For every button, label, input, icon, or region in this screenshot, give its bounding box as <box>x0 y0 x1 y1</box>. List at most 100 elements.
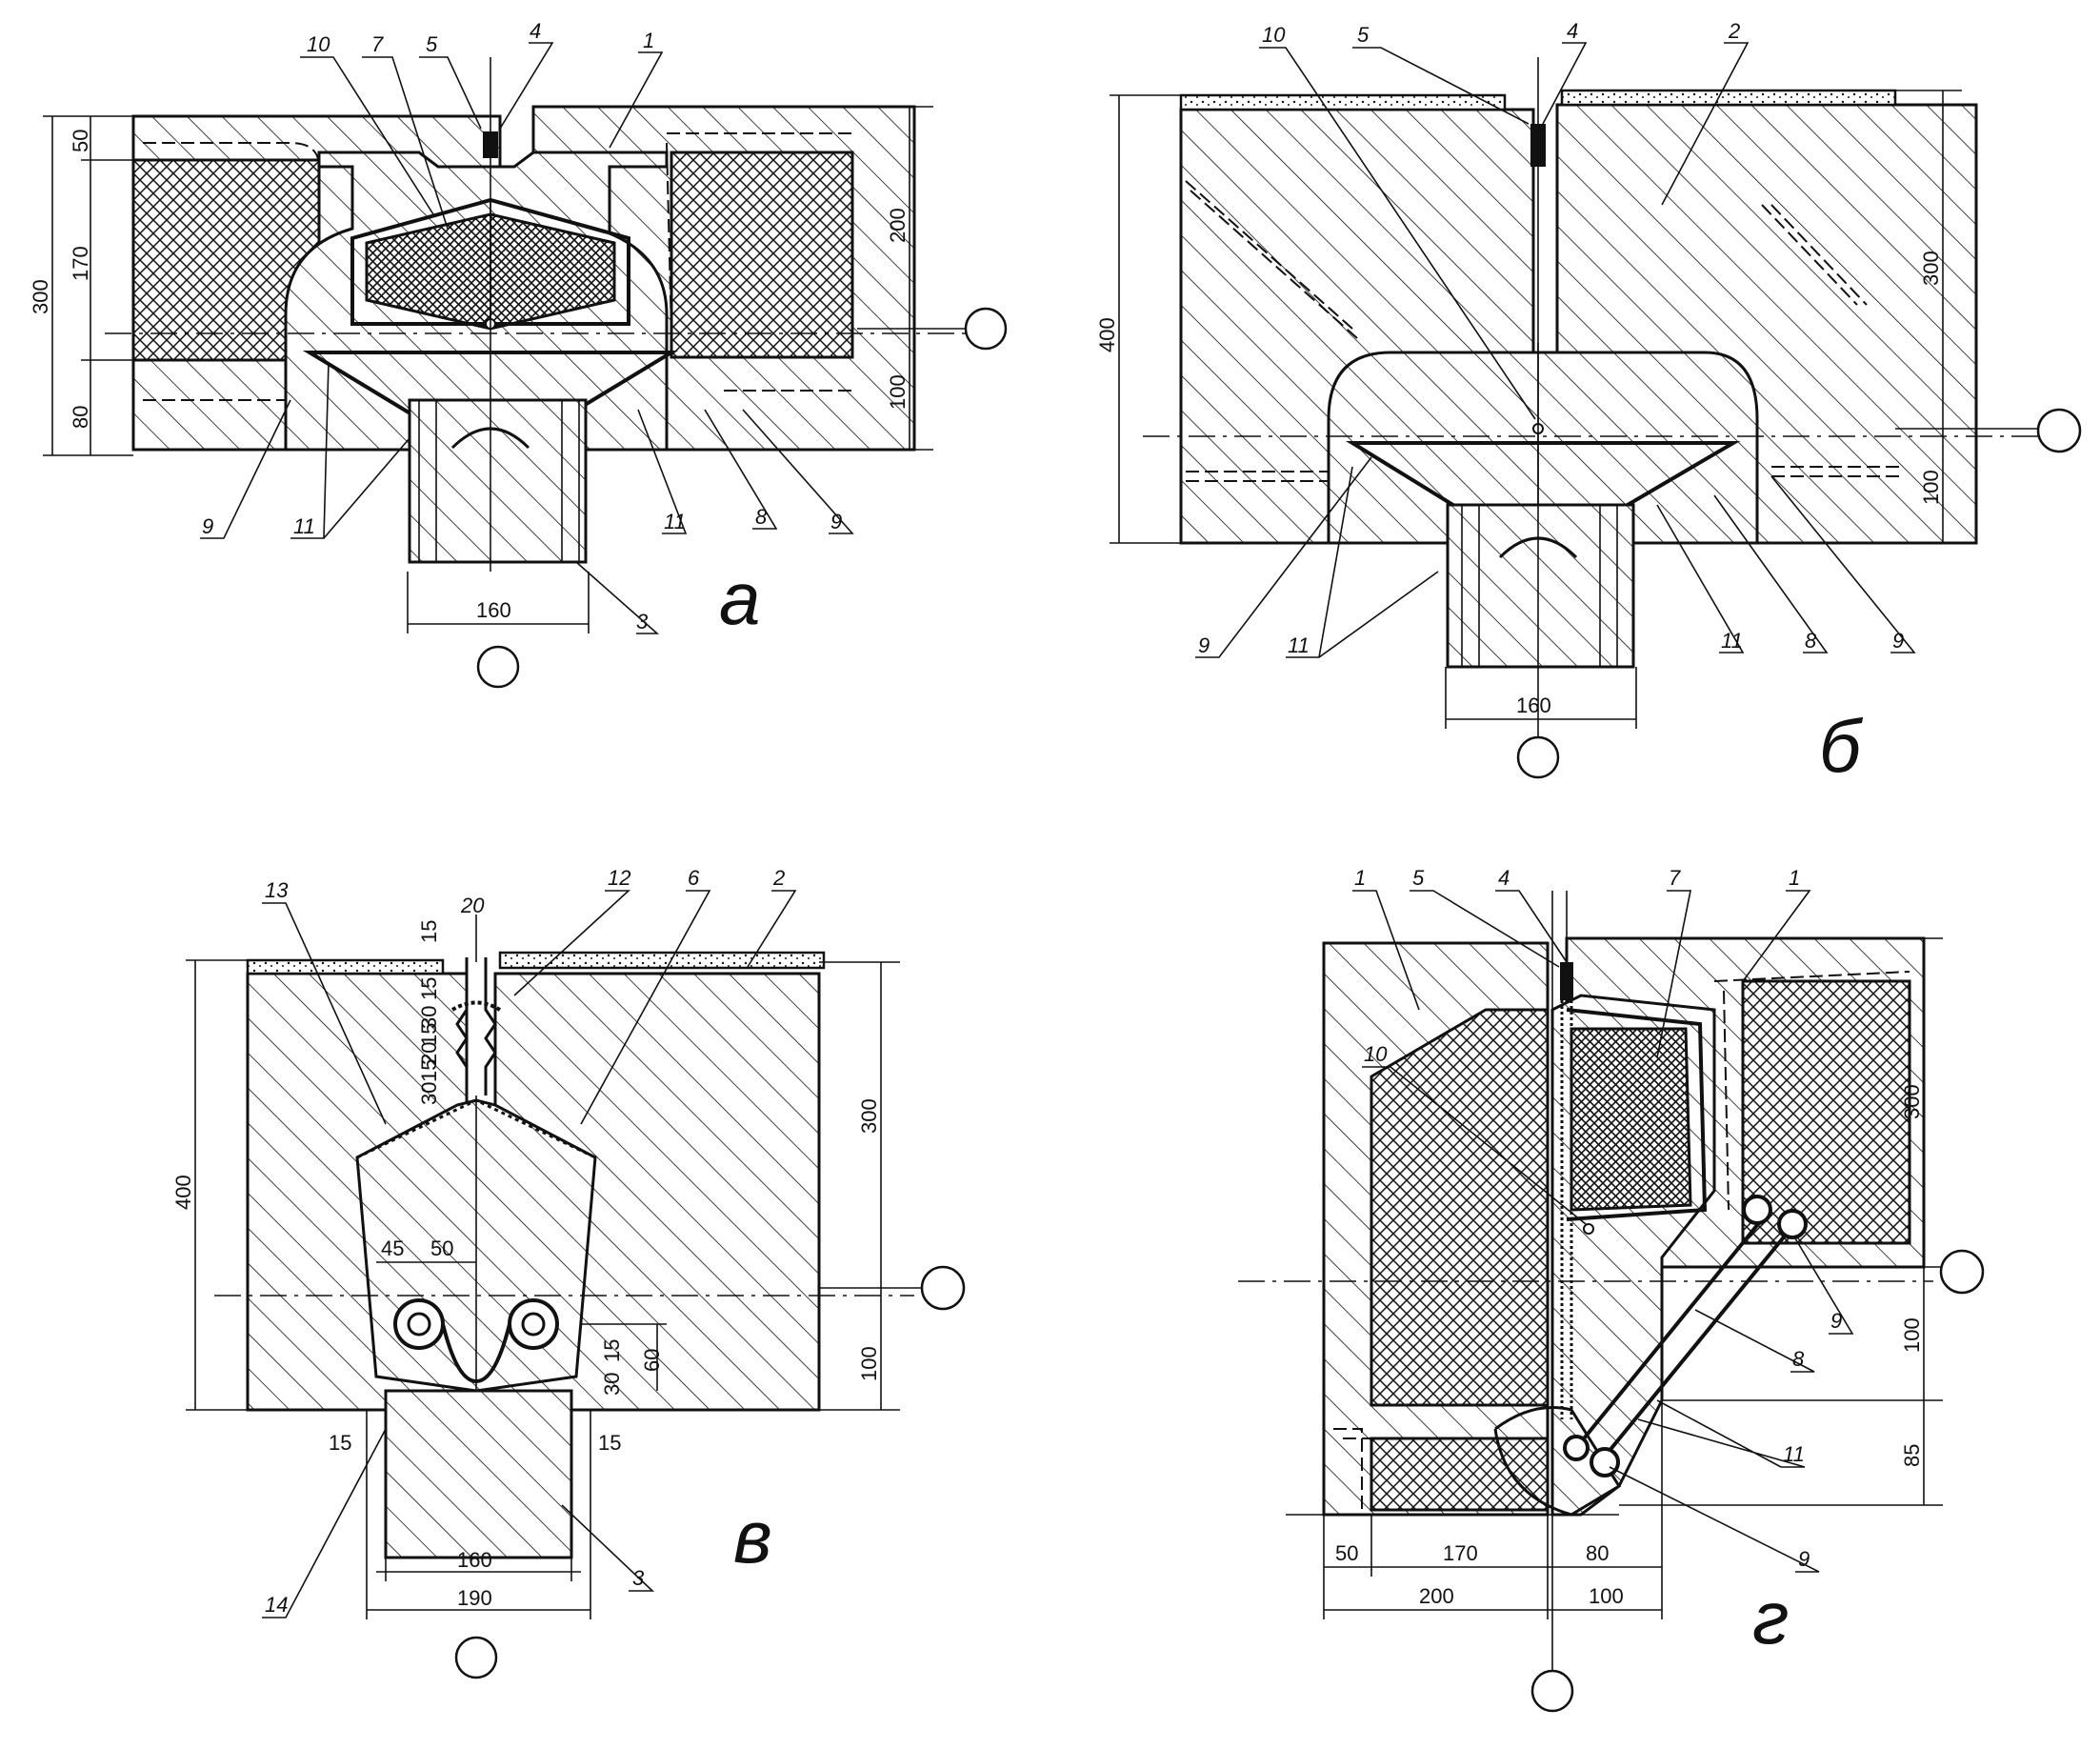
dim-d-100b: 100 <box>1589 1584 1624 1608</box>
dim-a-160: 160 <box>476 598 511 622</box>
callout-d-1r: 1 <box>1789 866 1800 890</box>
callout-a-11l: 11 <box>293 514 315 538</box>
callout-c-12: 12 <box>608 866 630 890</box>
leaders-a <box>200 42 854 634</box>
dims-d <box>1238 937 1943 1619</box>
axis-marker-c-horizontal <box>920 1265 966 1311</box>
panel-letter-a: а <box>719 556 760 640</box>
dim-c-30b: 30 <box>417 1082 441 1105</box>
callout-d-9b: 9 <box>1798 1547 1810 1571</box>
dim-d-170: 170 <box>1443 1541 1478 1565</box>
callout-a-1: 1 <box>643 29 654 52</box>
axis-marker-a-horizontal <box>964 307 1008 351</box>
dim-b-160: 160 <box>1516 694 1551 717</box>
leaders-c <box>262 890 797 1618</box>
axis-marker-a-vertical <box>476 645 520 689</box>
dim-c-400: 400 <box>171 1175 195 1210</box>
callout-c-14: 14 <box>265 1593 288 1617</box>
dim-c-15e: 15 <box>600 1339 624 1362</box>
dims-b <box>1110 90 2038 729</box>
dim-a-100: 100 <box>886 374 910 410</box>
dim-d-200: 200 <box>1419 1584 1454 1608</box>
dim-c-20: 20 <box>417 1042 441 1065</box>
dim-c-45: 45 <box>381 1236 404 1260</box>
axis-marker-c-vertical <box>454 1636 498 1679</box>
leaders-b <box>1195 42 1916 658</box>
dim-c-100: 100 <box>857 1346 881 1381</box>
dim-c-30a: 30 <box>417 1006 441 1029</box>
dim-c-300: 300 <box>857 1098 881 1134</box>
callout-d-4: 4 <box>1498 866 1510 890</box>
dim-c-15a: 15 <box>417 920 441 943</box>
callout-d-9t: 9 <box>1830 1309 1842 1333</box>
dim-a-80: 80 <box>69 406 92 429</box>
callout-d-8: 8 <box>1792 1347 1805 1371</box>
callout-b-2: 2 <box>1728 19 1740 43</box>
dim-a-300: 300 <box>29 279 52 314</box>
axis-marker-b-vertical <box>1516 735 1560 779</box>
panel-d: 1 5 4 7 1 10 9 8 11 9 300 100 85 50 170 … <box>1238 866 1985 1713</box>
joint-seal-a <box>483 57 498 572</box>
dim-c-15g: 15 <box>598 1431 621 1455</box>
callout-b-4: 4 <box>1567 19 1578 43</box>
callout-b-10: 10 <box>1262 23 1286 47</box>
dim-d-50: 50 <box>1335 1541 1358 1565</box>
core-concrete-d <box>1493 994 1808 1517</box>
insulation-left-d <box>1370 1008 1550 1407</box>
dim-c-60: 60 <box>640 1349 664 1372</box>
callout-b-11l: 11 <box>1288 633 1310 657</box>
panel-letter-c: в <box>733 1495 772 1578</box>
callout-a-11r: 11 <box>664 510 686 533</box>
callout-a-5: 5 <box>426 32 438 56</box>
callout-b-11r: 11 <box>1721 629 1743 653</box>
callout-d-1l: 1 <box>1354 866 1366 890</box>
callout-c-3: 3 <box>632 1566 645 1590</box>
callout-d-5: 5 <box>1412 866 1425 890</box>
dim-c-30c: 30 <box>600 1373 624 1396</box>
crossbar-c <box>384 1389 573 1559</box>
leaders-d <box>1352 890 1854 1573</box>
callout-b-5: 5 <box>1357 23 1370 47</box>
dim-b-300: 300 <box>1919 251 1943 286</box>
axis-marker-b-horizontal <box>2036 408 2082 453</box>
insulation-liner-d <box>1570 1027 1692 1212</box>
joint-profile-c <box>450 915 502 1096</box>
insulation-bottom-d <box>1370 1437 1550 1512</box>
dim-c-15c: 15 <box>417 1023 441 1046</box>
callout-a-8: 8 <box>755 505 768 529</box>
callout-d-10: 10 <box>1364 1042 1388 1066</box>
callout-c-2: 2 <box>772 866 785 890</box>
dim-d-85: 85 <box>1900 1444 1924 1467</box>
dim-a-200: 200 <box>886 208 910 243</box>
joint-seal-b <box>1530 57 1546 772</box>
callout-b-8: 8 <box>1805 629 1817 653</box>
callout-a-9l: 9 <box>202 514 213 538</box>
callout-a-10: 10 <box>307 32 330 56</box>
panel-letter-b: б <box>1819 704 1864 788</box>
dim-c-15d: 15 <box>417 1059 441 1082</box>
callout-a-4: 4 <box>530 19 541 43</box>
joint-seal-d <box>1551 891 1573 1705</box>
dim-c-50: 50 <box>430 1236 453 1260</box>
dim-a-50: 50 <box>69 130 92 152</box>
dim-b-400: 400 <box>1095 317 1119 352</box>
dims-c <box>186 959 924 1619</box>
dim-d-80: 80 <box>1586 1541 1609 1565</box>
dim-a-170: 170 <box>69 246 92 281</box>
callout-a-9r: 9 <box>830 510 842 533</box>
dim-c-190: 190 <box>457 1586 492 1610</box>
dim-d-100: 100 <box>1900 1317 1924 1353</box>
callout-a-3: 3 <box>636 610 649 633</box>
callout-d-11: 11 <box>1783 1442 1805 1466</box>
panel-b: 10 5 4 2 9 11 11 8 9 400 300 100 160 б <box>1095 19 2082 788</box>
dim-b-100: 100 <box>1919 470 1943 505</box>
core-concrete-c <box>355 1096 597 1393</box>
panel-a: 10 7 5 4 1 9 11 11 8 9 3 50 170 300 80 2… <box>29 19 1008 689</box>
dim-c-15f: 15 <box>329 1431 351 1455</box>
callout-a-7: 7 <box>371 32 384 56</box>
insulation-right-a <box>670 151 854 359</box>
panel-c: 13 20 12 6 2 14 3 15 15 30 15 20 15 30 4… <box>171 866 966 1679</box>
insulation-right-d <box>1741 979 1911 1245</box>
crossbar-b <box>1446 503 1635 669</box>
